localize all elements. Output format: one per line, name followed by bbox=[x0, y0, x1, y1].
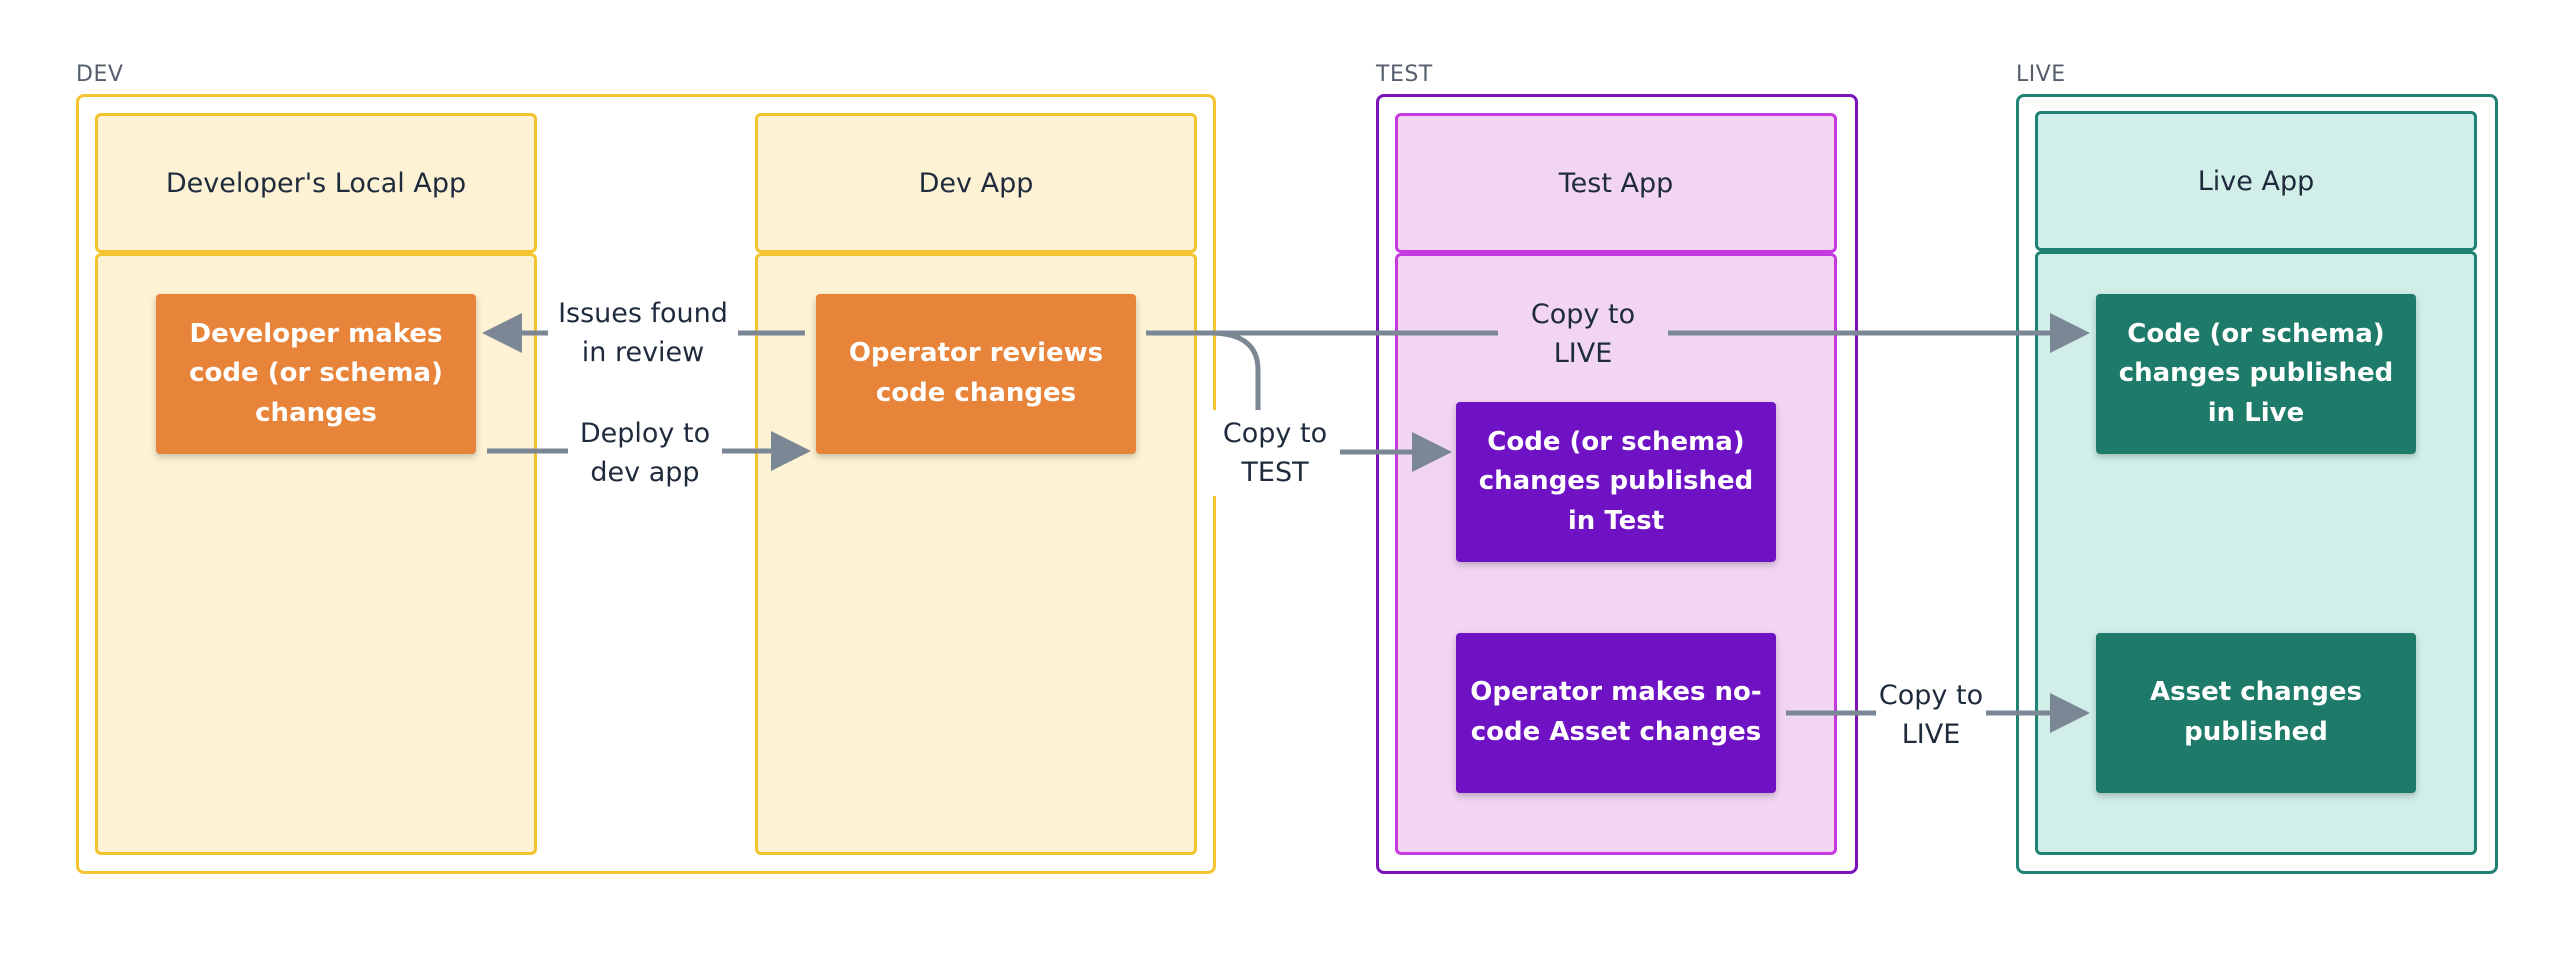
dev-environment-label: DEV bbox=[76, 62, 124, 87]
operator-reviews-card: Operator reviews code changes bbox=[816, 294, 1136, 454]
test-environment-label: TEST bbox=[1376, 62, 1433, 87]
code-published-live-card: Code (or schema) changes published in Li… bbox=[2096, 294, 2416, 454]
live-app-header: Live App bbox=[2035, 111, 2477, 251]
developer-changes-text: Developer makes code (or schema) changes bbox=[189, 318, 443, 428]
code-published-test-card: Code (or schema) changes published in Te… bbox=[1456, 402, 1776, 562]
operator-asset-card: Operator makes no-code Asset changes bbox=[1456, 633, 1776, 793]
local-app-header: Developer's Local App bbox=[95, 113, 537, 253]
code-published-test-text: Code (or schema) changes published in Te… bbox=[1478, 426, 1754, 536]
dev-app-header: Dev App bbox=[755, 113, 1197, 253]
code-published-live-text: Code (or schema) changes published in Li… bbox=[2118, 318, 2394, 428]
test-app-title: Test App bbox=[1558, 167, 1674, 199]
local-app-title: Developer's Local App bbox=[165, 167, 467, 199]
issues-found-label: Issues found in review bbox=[548, 290, 738, 376]
deploy-to-dev-label: Deploy to dev app bbox=[568, 410, 722, 496]
copy-to-live-bottom-label: Copy to LIVE bbox=[1876, 672, 1986, 758]
live-environment-label: LIVE bbox=[2016, 62, 2066, 87]
dev-app-title: Dev App bbox=[918, 167, 1034, 199]
live-app-title: Live App bbox=[2197, 165, 2315, 197]
copy-to-test-label: Copy to TEST bbox=[1210, 410, 1340, 496]
operator-reviews-text: Operator reviews code changes bbox=[848, 338, 1104, 408]
asset-published-text: Asset changes published bbox=[2150, 677, 2362, 747]
asset-published-card: Asset changes published bbox=[2096, 633, 2416, 793]
developer-changes-card: Developer makes code (or schema) changes bbox=[156, 294, 476, 454]
test-app-header: Test App bbox=[1395, 113, 1837, 253]
copy-to-live-top-label: Copy to LIVE bbox=[1498, 299, 1668, 369]
live-environment-frame bbox=[2016, 94, 2498, 874]
copy-to-test-branch bbox=[1209, 330, 1261, 412]
operator-asset-text: Operator makes no-code Asset changes bbox=[1470, 677, 1762, 747]
test-environment-frame bbox=[1376, 94, 1858, 874]
